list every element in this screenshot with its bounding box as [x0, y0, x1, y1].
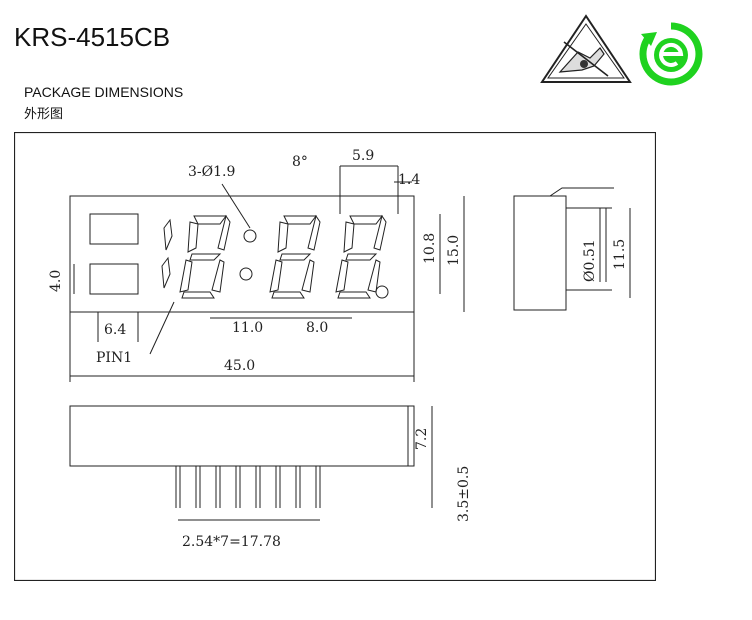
pin1-label: PIN1	[96, 350, 132, 366]
dim-digit-height: 10.8	[422, 233, 438, 264]
dim-overall-length: 45.0	[224, 358, 255, 374]
dim-body-thickness: 7.2	[414, 428, 430, 450]
section-title-cn: 外形图	[24, 107, 64, 122]
dim-pin-pitch: 2.54*7=17.78	[182, 534, 281, 550]
dim-pin-length: 3.5±0.5	[456, 466, 472, 522]
dim-angle: 8°	[292, 154, 308, 170]
dim-pitch-a: 11.0	[232, 320, 263, 336]
dim-window-height: 4.0	[48, 270, 64, 292]
esd-warning-icon	[540, 14, 632, 83]
dim-pitch-b: 8.0	[306, 320, 328, 336]
dim-holes: 3-Ø1.9	[188, 164, 235, 180]
section-title: PACKAGE DIMENSIONS	[24, 84, 184, 100]
dim-side-height: 11.5	[612, 239, 628, 270]
dim-segment-width: 1.4	[398, 172, 420, 188]
dim-pin-diameter: Ø0.51	[582, 239, 598, 282]
environmental-e-icon	[639, 22, 703, 86]
part-number-title: KRS-4515CB	[14, 22, 171, 52]
dim-body-height: 15.0	[446, 235, 462, 266]
package-drawing: 3-Ø1.9 8° 5.9 1.4 10.8 15.0 4.0 6.4 11.0…	[14, 132, 656, 581]
dim-window-offset: 6.4	[104, 322, 126, 338]
dim-digit-width: 5.9	[352, 148, 374, 164]
